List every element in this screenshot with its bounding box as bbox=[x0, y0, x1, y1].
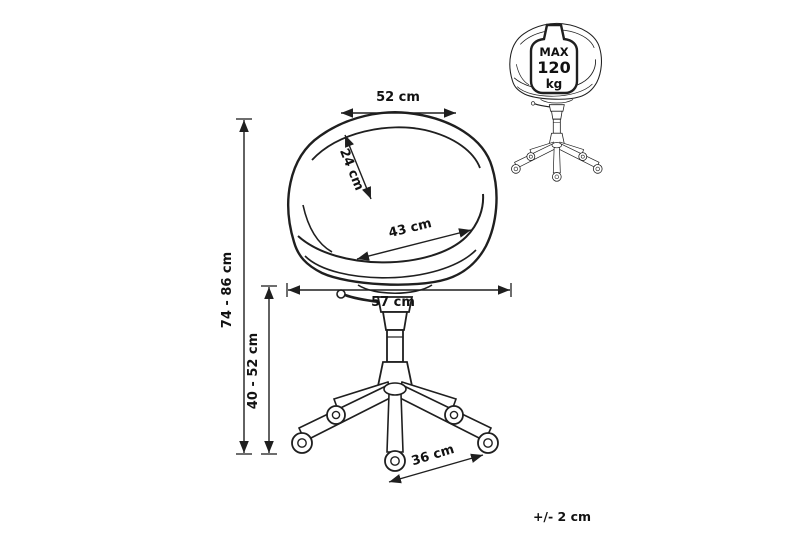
tolerance-note: +/- 2 cm bbox=[533, 509, 591, 524]
lift-top-plate bbox=[376, 296, 414, 313]
office-chair-drawing bbox=[287, 111, 499, 472]
max-load-line2: 120 bbox=[537, 58, 570, 77]
dimension-overall-width: 57 cm bbox=[286, 283, 512, 310]
seat-mount bbox=[357, 284, 433, 294]
max-load-line3: kg bbox=[546, 77, 563, 91]
caster-wheel-left bbox=[291, 432, 313, 454]
armrest-inner-curve bbox=[302, 204, 333, 253]
lever-handle bbox=[336, 289, 346, 299]
base-leg-front bbox=[386, 393, 404, 453]
dimension-label-total-height: 74 - 86 cm bbox=[220, 252, 235, 328]
lift-cylinder bbox=[386, 329, 404, 363]
dimension-arrow bbox=[388, 453, 484, 484]
base-hub bbox=[383, 382, 407, 396]
caster-wheel-back-right bbox=[444, 405, 464, 425]
lift-upper-cone bbox=[381, 311, 409, 331]
max-load-tag: MAX 120 kg bbox=[529, 23, 579, 95]
caster-wheel-right bbox=[477, 432, 499, 454]
caster-wheel-back-left bbox=[326, 405, 346, 425]
backrest-inner-rim bbox=[311, 126, 481, 169]
dimension-label-lift-height: 40 - 52 cm bbox=[246, 333, 261, 409]
dimension-arrow bbox=[356, 228, 472, 261]
dimension-label-seat-width: 52 cm bbox=[376, 90, 420, 105]
tag-outline bbox=[529, 23, 579, 95]
dimension-arrow bbox=[344, 134, 372, 200]
dimension-seat-width: 52 cm bbox=[341, 90, 456, 118]
caster-wheel-front bbox=[384, 450, 406, 472]
dimension-label-overall-width: 57 cm bbox=[371, 295, 415, 310]
height-lever bbox=[344, 293, 380, 304]
shell-bottom-edge bbox=[304, 249, 477, 279]
dimension-lift-height: 40 - 52 cm bbox=[246, 285, 277, 455]
dimension-total-height: 74 - 86 cm bbox=[220, 118, 252, 455]
max-load-line1: MAX bbox=[539, 45, 568, 59]
